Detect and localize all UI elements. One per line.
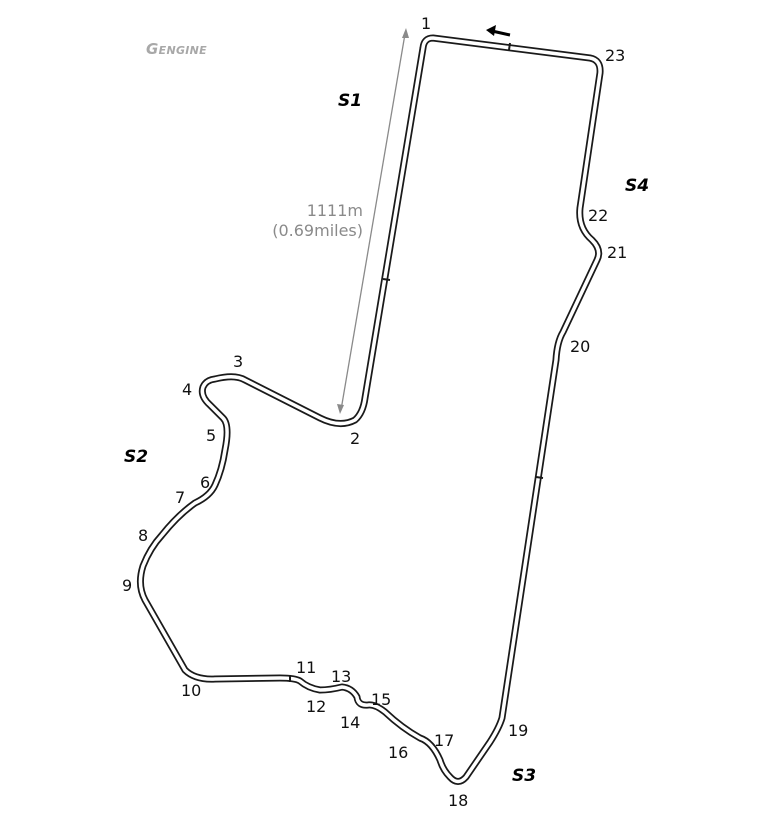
turn-label: 2 [350,429,360,448]
sector-label-s2: S2 [124,447,148,467]
turn-label: 1 [421,14,431,33]
track-outline [136,34,604,785]
turn-label: 14 [340,713,360,732]
turn-label: 13 [331,667,351,686]
turn-label: 17 [434,731,454,750]
turn-label: 11 [296,658,316,677]
length-measure: 1111m (0.69miles) [272,28,409,414]
logo-text: ENGINE [158,44,207,57]
sector-marker-s1 [382,278,391,281]
turn-label: 3 [233,352,243,371]
length-meters: 1111m [307,201,363,220]
turn-label: 6 [200,473,210,492]
turn-label: 10 [181,681,201,700]
turn-label: 20 [570,337,590,356]
direction-arrow-icon [486,25,511,37]
gtengine-logo: GENGINE [146,40,207,58]
sector-label-s3: S3 [512,766,536,786]
turn-label: 5 [206,426,216,445]
sector-label-s4: S4 [625,176,649,196]
turn-label: 15 [371,690,391,709]
logo-mark: G [146,40,159,58]
measure-arrow-top-icon [402,28,409,38]
measure-arrow-bottom-icon [337,404,344,414]
turn-label: 23 [605,46,625,65]
turn-label: 19 [508,721,528,740]
sector-marker-s3 [535,476,544,479]
turn-label: 7 [175,488,185,507]
turn-label: 9 [122,576,132,595]
track-layout [136,34,604,785]
turn-label: 4 [182,380,192,399]
track-surface [138,36,602,784]
start-finish-line [508,42,511,51]
turn-label: 18 [448,791,468,810]
turn-label: 22 [588,206,608,225]
turn-label: 21 [607,243,627,262]
turn-labels: 1 2 3 4 5 6 7 8 9 10 11 12 13 14 15 16 1… [122,14,627,810]
sector-label-s1: S1 [338,91,362,111]
turn-label: 12 [306,697,326,716]
length-miles: (0.69miles) [272,221,363,240]
turn-label: 8 [138,526,148,545]
turn-label: 16 [388,743,408,762]
